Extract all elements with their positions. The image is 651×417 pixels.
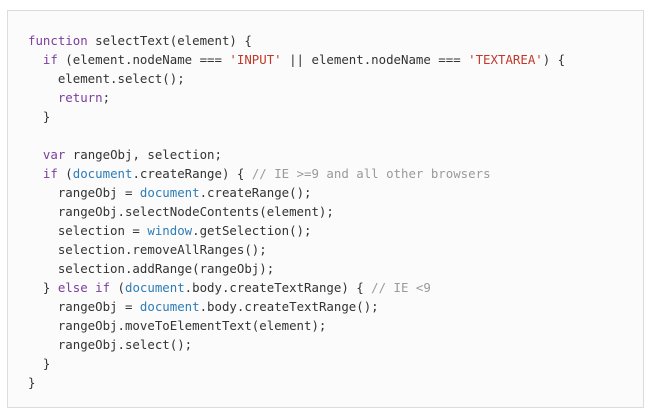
code-token-plain: .createRange(); xyxy=(199,185,312,200)
code-token-plain xyxy=(28,90,58,105)
code-token-plain: (element.nodeName === xyxy=(57,52,230,67)
code-line xyxy=(28,126,565,145)
code-token-plain: rangeObj.selectNodeContents(element); xyxy=(28,204,334,219)
code-token-plain: .getSelection(); xyxy=(192,223,312,238)
code-token-plain: rangeObj.select(); xyxy=(28,337,193,352)
code-token-plain: || element.nodeName === xyxy=(281,52,469,67)
code-token-comment: // IE >=9 and all other browsers xyxy=(251,166,491,181)
code-token-plain: (element) { xyxy=(169,33,252,48)
code-token-plain: .body.createTextRange(); xyxy=(199,299,379,314)
code-token-plain: element.select(); xyxy=(28,71,185,86)
code-line: return; xyxy=(28,88,565,107)
code-token-plain: } xyxy=(28,375,36,390)
code-token-builtin: document xyxy=(139,299,200,314)
code-token-plain: ; xyxy=(102,90,111,105)
code-token-plain: .createRange) { xyxy=(132,166,252,181)
code-line: if (document.createRange) { // IE >=9 an… xyxy=(28,164,565,183)
code-token-plain xyxy=(28,52,43,67)
code-token-plain: ( xyxy=(110,280,125,295)
code-token-plain: selection.removeAllRanges(); xyxy=(28,242,267,257)
code-line: } xyxy=(28,107,565,126)
code-token-string: 'TEXTAREA' xyxy=(468,52,543,67)
code-block: function selectText(element) { if (eleme… xyxy=(28,31,565,392)
code-token-builtin: document xyxy=(139,185,200,200)
code-token-plain: ) { xyxy=(542,52,566,67)
code-token-builtin: window xyxy=(147,223,193,238)
code-token-builtin: document xyxy=(72,166,133,181)
code-token-string: 'INPUT' xyxy=(229,52,282,67)
code-token-plain: } xyxy=(28,109,51,124)
code-token-comment: // IE <9 xyxy=(371,280,431,295)
code-token-plain: .body.createTextRange) { xyxy=(184,280,372,295)
code-token-plain: selection = xyxy=(28,223,148,238)
code-line: selection.removeAllRanges(); xyxy=(28,240,565,259)
code-line: rangeObj.selectNodeContents(element); xyxy=(28,202,565,221)
code-line: rangeObj.moveToElementText(element); xyxy=(28,316,565,335)
code-token-plain: rangeObj = xyxy=(28,185,140,200)
code-token-keyword: if xyxy=(42,166,58,181)
code-token-plain xyxy=(28,147,43,162)
code-line: rangeObj = document.body.createTextRange… xyxy=(28,297,565,316)
code-line: element.select(); xyxy=(28,69,565,88)
code-token-builtin: document xyxy=(124,280,185,295)
code-token-plain: rangeObj = xyxy=(28,299,140,314)
code-token-plain: selection.addRange(rangeObj); xyxy=(28,261,275,276)
code-token-plain: ( xyxy=(57,166,73,181)
code-token-plain: } xyxy=(28,280,58,295)
code-line: rangeObj = document.createRange(); xyxy=(28,183,565,202)
code-token-keyword: else if xyxy=(57,280,111,295)
code-token-plain: rangeObj.moveToElementText(element); xyxy=(28,318,327,333)
code-snippet-panel: function selectText(element) { if (eleme… xyxy=(7,10,644,408)
code-line: var rangeObj, selection; xyxy=(28,145,565,164)
code-token-plain: } xyxy=(28,356,51,371)
code-token-plain xyxy=(28,166,43,181)
code-line: rangeObj.select(); xyxy=(28,335,565,354)
code-line: if (element.nodeName === 'INPUT' || elem… xyxy=(28,50,565,69)
code-line: } else if (document.body.createTextRange… xyxy=(28,278,565,297)
code-line: function selectText(element) { xyxy=(28,31,565,50)
code-token-keyword: var xyxy=(42,147,66,162)
code-line: selection.addRange(rangeObj); xyxy=(28,259,565,278)
code-token-keyword: if xyxy=(42,52,58,67)
code-line: } xyxy=(28,373,565,392)
code-token-keyword: function xyxy=(28,33,88,48)
code-token-plain: rangeObj, selection; xyxy=(65,147,222,162)
code-line: } xyxy=(28,354,565,373)
code-token-plain: selectText xyxy=(87,33,170,48)
code-line: selection = window.getSelection(); xyxy=(28,221,565,240)
code-token-keyword: return xyxy=(57,90,103,105)
